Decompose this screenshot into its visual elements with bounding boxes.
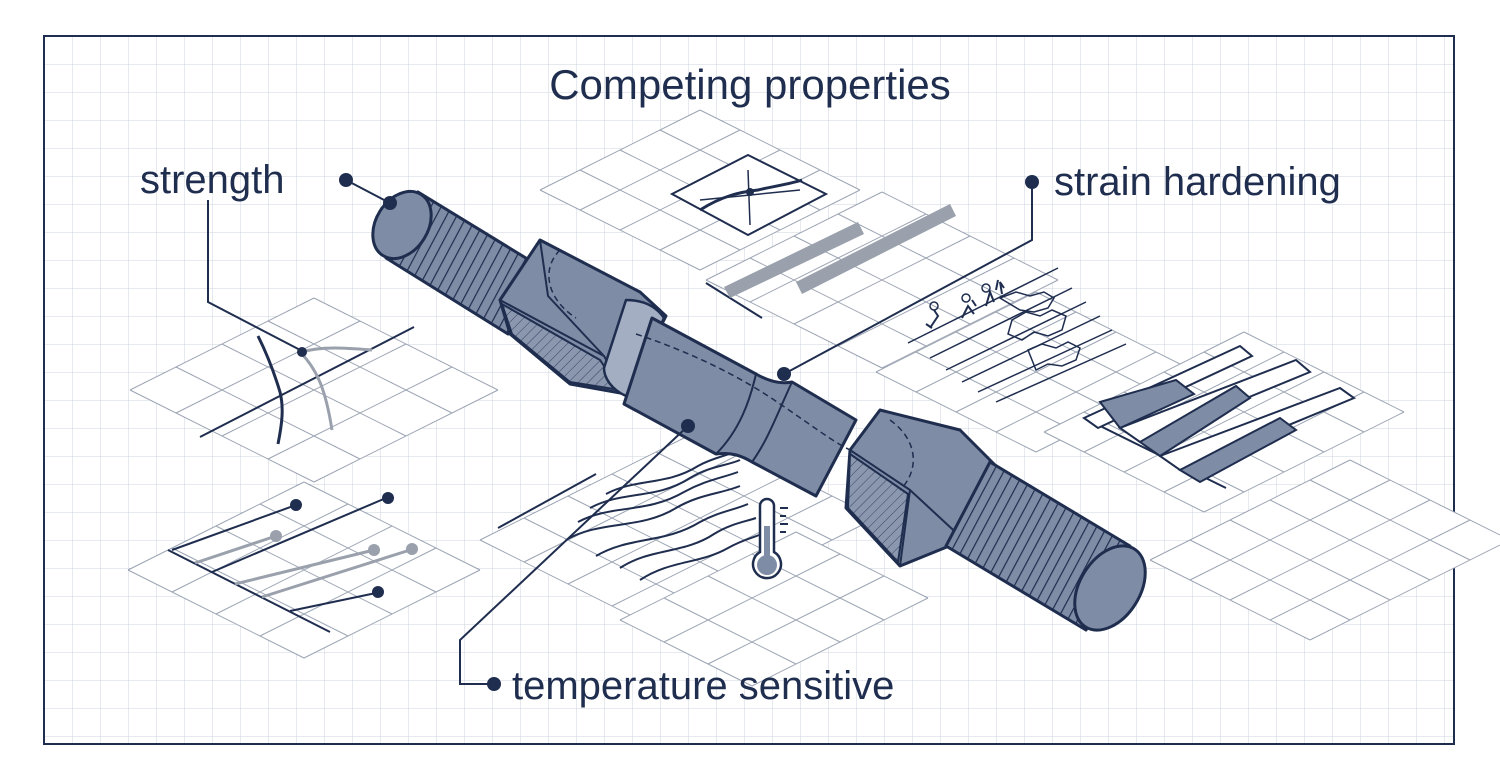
leader-dot (681, 419, 695, 433)
strength-leader-down (207, 200, 305, 353)
grain-structure-plot (907, 267, 1127, 403)
thread-right-end (1073, 544, 1147, 632)
gauge-section (622, 316, 858, 498)
iso-grid-panel (705, 191, 1059, 369)
bar-mark (724, 222, 864, 298)
thermometer-icon (751, 497, 788, 580)
leader-dot (487, 677, 501, 691)
strength-curve-plot (199, 326, 415, 445)
plot-axis (199, 326, 415, 438)
leader-dot (339, 173, 353, 187)
lollipop-marker (406, 543, 418, 555)
temperature-panel-edge (497, 473, 597, 529)
strain-leader (783, 182, 1033, 375)
label-strain-hardening: strain hardening (1054, 160, 1341, 204)
iso-panel-lines (1149, 459, 1500, 641)
iso-panel-lines (705, 191, 1059, 369)
temperature-leader (459, 425, 689, 685)
iso-panel-lines (619, 531, 929, 687)
iso-panel-lines (129, 297, 499, 483)
plot-axis (167, 549, 331, 633)
isometric-panels (127, 109, 1500, 687)
leader-dots (339, 173, 1039, 691)
frame-border (43, 35, 1455, 745)
diamond-curve (699, 178, 803, 212)
leader-dot (1025, 175, 1039, 189)
bar-fill (1138, 384, 1252, 458)
diagram-title: Competing properties (549, 61, 951, 108)
iso-grid-panel (129, 297, 499, 483)
bar-fill (1098, 378, 1196, 430)
strength-curve-peak (301, 346, 373, 354)
bar-fill (1177, 416, 1298, 484)
tensile-specimen (371, 190, 1147, 632)
iso-panel-lines (127, 481, 481, 659)
leader-lines (207, 179, 1033, 685)
iso-grid-panel (127, 481, 481, 659)
iso-grid-panel (619, 531, 929, 687)
hex-left-hatch (501, 303, 621, 391)
bars-panel-edge (705, 282, 763, 319)
lollipop-plot (167, 492, 418, 633)
hex-right-hatch (847, 453, 909, 563)
bar-mark (796, 204, 956, 294)
lollipop-marker (270, 530, 282, 542)
strength-curve (256, 335, 284, 445)
lollipop-marker (368, 544, 380, 556)
leader-dot (777, 367, 791, 381)
lollipop-marker (372, 586, 384, 598)
lollipop-marker (382, 492, 394, 504)
grain-cells (998, 291, 1081, 372)
iso-panel-lines (875, 291, 1197, 453)
strength-curve-secondary (298, 350, 334, 431)
bar-chart-panel (1082, 344, 1357, 489)
leader-dot (383, 196, 397, 210)
temperature-plot (497, 451, 763, 581)
label-temperature-sensitive: temperature sensitive (512, 664, 895, 708)
label-strength: strength (140, 158, 285, 202)
iso-grid-panel (1149, 459, 1500, 641)
lollipop-marker (290, 499, 302, 511)
strength-leader (345, 179, 389, 203)
iso-panel-background (1150, 460, 1500, 640)
strain-bars-plot (669, 153, 956, 319)
